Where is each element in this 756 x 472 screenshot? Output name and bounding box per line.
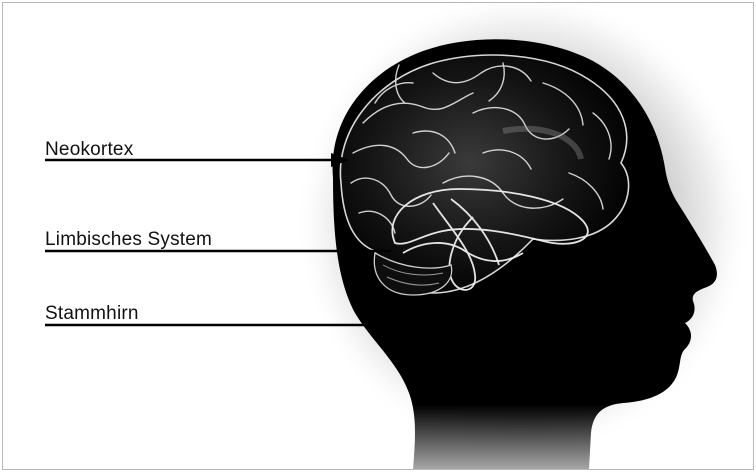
label-brainstem: Stammhirn — [45, 303, 139, 325]
label-neokortex: Neokortex — [45, 139, 133, 161]
label-limbic-system: Limbisches System — [45, 229, 212, 251]
